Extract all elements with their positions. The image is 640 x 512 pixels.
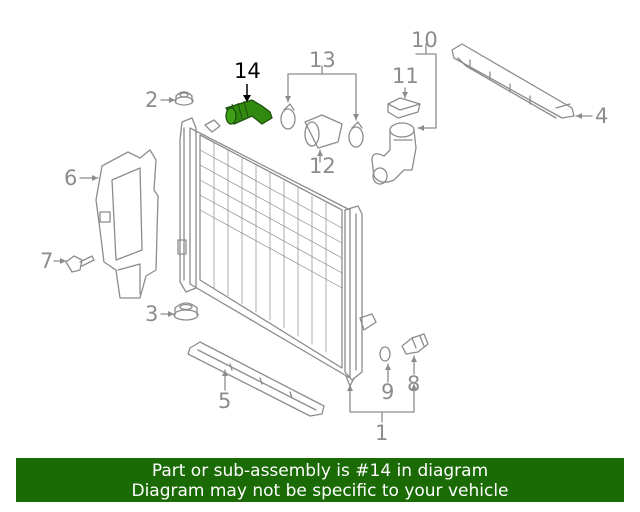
callout-11: 11: [392, 64, 419, 88]
part-6-bracket: [95, 149, 159, 299]
part-7-clip: [65, 255, 95, 273]
part-13-clamps: [280, 103, 364, 148]
callout-2: 2: [145, 88, 159, 112]
callout-3: 3: [145, 302, 159, 326]
callout-14: 14: [234, 59, 261, 83]
callout-7: 7: [40, 249, 54, 273]
callout-6: 6: [64, 166, 78, 190]
callout-12: 12: [309, 154, 336, 178]
callout-4: 4: [595, 104, 609, 128]
part-11-cap: [387, 97, 421, 119]
callout-8: 8: [407, 372, 421, 396]
part-3-grommet: [173, 302, 199, 321]
info-banner: Part or sub-assembly is #14 in diagram D…: [16, 458, 624, 502]
part-12-hose: [304, 114, 343, 149]
callout-9: 9: [381, 380, 395, 404]
callout-13: 13: [309, 48, 336, 72]
parts-diagram: [53, 43, 593, 423]
callout-5: 5: [218, 389, 232, 413]
part-2-grommet: [174, 91, 194, 106]
callout-1: 1: [375, 421, 389, 445]
part-5-support: [187, 341, 325, 417]
part-10-outlet: [371, 122, 417, 185]
part-9-oring: [379, 346, 391, 362]
part-4-support: [451, 43, 575, 119]
callout-10: 10: [411, 28, 438, 52]
leader-lines: [53, 43, 593, 423]
banner-line-2: Diagram may not be specific to your vehi…: [131, 481, 509, 501]
part-14-hose-highlighted: [225, 84, 273, 125]
banner-line-1: Part or sub-assembly is #14 in diagram: [151, 461, 489, 481]
part-8-sensor: [401, 333, 429, 355]
